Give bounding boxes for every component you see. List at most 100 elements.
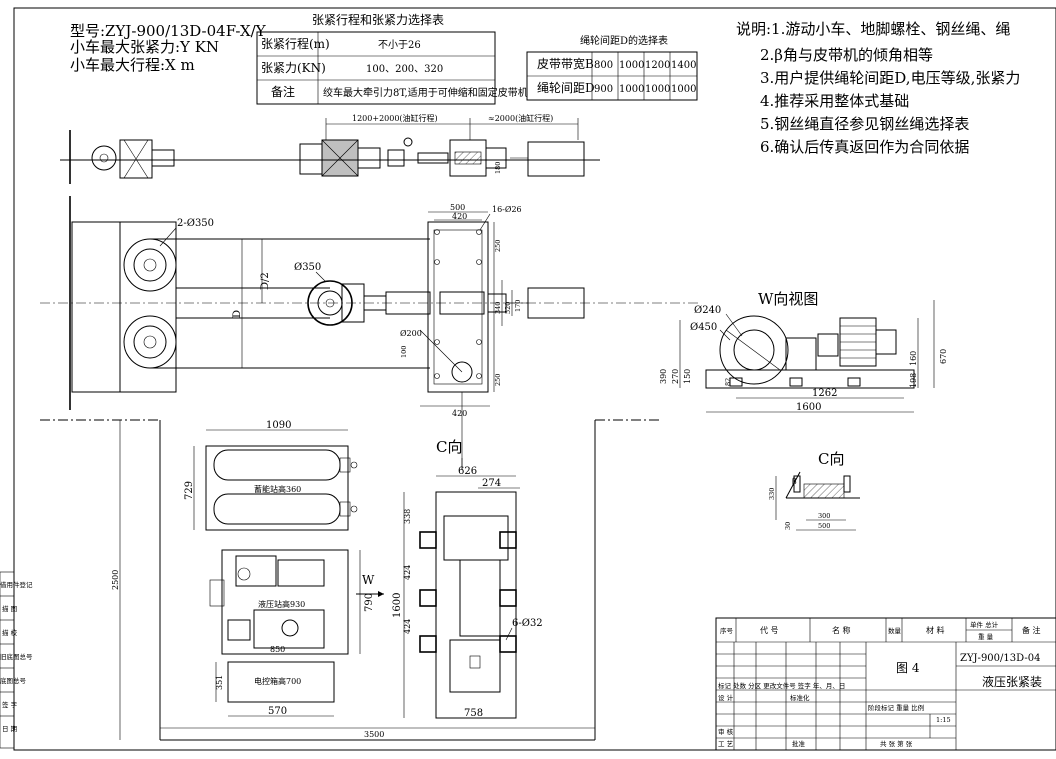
tb-drawing-name: 液压张紧装 (982, 674, 1042, 689)
pulley-row1-label: 皮带带宽B (537, 56, 594, 71)
dim-82: 82 (724, 378, 732, 386)
foundation-outline: 2500 3500 (40, 419, 660, 741)
tension-table-title: 张紧行程和张紧力选择表 (312, 12, 444, 27)
drawing-frame (13, 7, 1056, 751)
dim-30: 30 (784, 522, 792, 530)
pulley-table-title: 绳轮间距D的选择表 (580, 34, 668, 47)
accumulator-label: 蓄能站高360 (254, 484, 301, 494)
dim-300: 300 (818, 512, 830, 520)
dim-450: Ø450 (690, 322, 717, 333)
dim-424b: 424 (403, 619, 412, 634)
stamp-4: 旧底图总号 (0, 652, 33, 661)
dim-2500: 2500 (111, 570, 120, 590)
tb-approve: 批准 (792, 739, 806, 748)
dim-670: 670 (939, 349, 948, 364)
tb-review: 审 核 (718, 727, 734, 736)
dim-240: Ø240 (694, 305, 721, 316)
dim-420b: 420 (452, 409, 467, 418)
max-travel-label: 小车最大行程:X m (70, 56, 195, 74)
dim-1262: 1262 (812, 388, 837, 399)
dim-350: Ø350 (294, 262, 321, 273)
dim-338: 338 (403, 509, 412, 524)
tb-rev-row: 标记 处数 分区 更改文件号 签字 年、月、日 (718, 681, 845, 690)
winch-c-view: C向 626 274 338 424 1600 424 6-Ø32 758 W (356, 438, 543, 719)
tension-row-1-label: 张紧行程(m) (261, 36, 330, 51)
hydraulic-label: 液压站高930 (258, 599, 305, 609)
dim-250b: 250 (494, 374, 502, 386)
tb-scale: 1:15 (936, 716, 951, 724)
dim-2-350: 2-Ø350 (177, 218, 214, 229)
tb-stage: 阶段标记 重量 比例 (868, 703, 924, 712)
dim-170: 170 (514, 300, 522, 312)
c-view-small: C向 330 30 β 300 500 (768, 450, 860, 531)
dim-274: 274 (482, 478, 501, 489)
header: 型号:ZYJ-900/13D-04F-X/Y 小车最大张紧力:Y KN 小车最大… (70, 22, 267, 74)
control-box: 电控箱高700 351 570 (215, 661, 335, 717)
dim-420: 420 (452, 212, 467, 221)
dim-3500: 3500 (364, 730, 384, 739)
pulley-row1-v1: 800 (594, 60, 613, 71)
dim-520: 520 (504, 302, 512, 314)
tb-seq: 序号 (720, 626, 734, 635)
pulley-row2-label: 绳轮间距D (537, 81, 595, 95)
dim-100: 100 (400, 346, 408, 358)
pulley-table: 绳轮间距D的选择表 皮带带宽B 800 1000 1200 1400 绳轮间距D… (526, 34, 698, 101)
w-arrow-label: W (362, 573, 375, 587)
tb-standard: 标准化 (790, 693, 810, 702)
dim-790: 790 (364, 593, 375, 612)
pulley-row2-v2: 1000 (619, 84, 644, 95)
tb-design: 设 计 (718, 693, 734, 702)
title-block: 序号 代 号 名 称 数量 材 料 单件 总计 重 量 备 注 图 4 ZYJ-… (715, 617, 1056, 751)
pulley-row1-v3: 1200 (645, 60, 670, 71)
dim-270: 270 (671, 369, 680, 384)
stamp-3: 描 校 (2, 628, 18, 637)
dim-390: 390 (659, 369, 668, 384)
tension-row-2-value: 100、200、320 (366, 64, 443, 75)
dim-150: 150 (683, 369, 692, 384)
dim-160: 160 (909, 351, 918, 366)
tb-qty: 数量 (888, 626, 902, 635)
tb-unit-total: 单件 总计 (970, 620, 999, 629)
stamp-2: 描 图 (2, 604, 17, 613)
tension-row-1-value: 不小于26 (378, 39, 421, 51)
pulley-row2-v3: 1000 (645, 84, 670, 95)
model-label: 型号:ZYJ-900/13D-04F-X/Y (70, 22, 267, 40)
w-view: W向视图 Ø240 Ø450 390 270 150 82 1262 1600 … (659, 290, 948, 413)
tb-code: 代 号 (760, 625, 779, 635)
note-3: 3.用户提供绳轮间距D,电压等级,张紧力 (760, 69, 1020, 87)
pulley-row1-v2: 1000 (619, 60, 644, 71)
pulley-row2-v4: 1000 (671, 84, 696, 95)
dim-850: 850 (270, 645, 285, 654)
dim-beta: β (792, 477, 797, 486)
pulley-row1-v4: 1400 (671, 60, 696, 71)
tb-sheets: 共 张 第 张 (880, 739, 913, 748)
plan-view: 2-Ø350 D/2 D Ø350 (40, 196, 700, 470)
note-2: 2.β角与皮带机的倾角相等 (760, 46, 933, 64)
dim-729: 729 (184, 481, 195, 500)
dim-198: 198 (909, 373, 918, 388)
tb-craft: 工 艺 (718, 740, 734, 748)
note-4: 4.推荐采用整体式基础 (760, 92, 909, 110)
elevation-view: 1200+2000(油缸行程) ≈2000(油缸行程) 180 (60, 113, 600, 184)
dim-500: 500 (450, 203, 465, 212)
accumulator: 1090 729 蓄能站高360 (184, 420, 358, 531)
side-stamp-table: 借用件登记 描 图 描 校 旧底图总号 底图总号 签 字 日 期 (0, 571, 33, 749)
dim-stroke-2: ≈2000(油缸行程) (488, 113, 553, 123)
dim-6-32: 6-Ø32 (512, 618, 543, 629)
tension-row-2-label: 张紧力(KN) (261, 61, 326, 75)
dim-1600b: 1600 (796, 402, 821, 413)
control-box-label: 电控箱高700 (254, 676, 301, 686)
dim-626: 626 (458, 466, 477, 477)
dim-250a: 250 (494, 240, 502, 252)
stamp-7: 日 期 (2, 725, 18, 733)
tb-note: 备 注 (1022, 625, 1041, 635)
w-view-label: W向视图 (758, 290, 818, 308)
hydraulic-station: 液压站高930 790 850 (209, 549, 375, 655)
stamp-6: 签 字 (2, 700, 18, 709)
c-view-label: C向 (436, 438, 462, 456)
dim-1600: 1600 (392, 593, 403, 618)
dim-500b: 500 (818, 522, 830, 530)
dim-570: 570 (268, 706, 287, 717)
note-6: 6.确认后传真返回作为合同依据 (760, 138, 969, 156)
